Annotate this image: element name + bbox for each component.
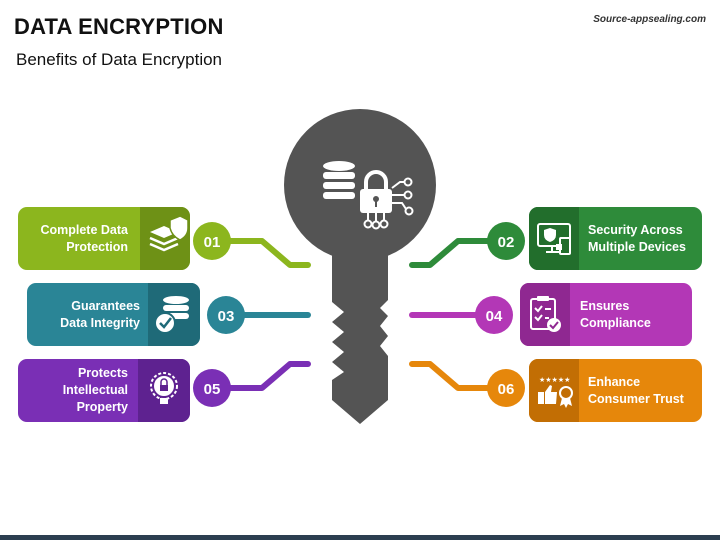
- database-lock-icon: [323, 161, 414, 230]
- page-title: DATA ENCRYPTION: [14, 14, 224, 39]
- database-check-icon: [154, 296, 189, 334]
- number-04: 04: [486, 308, 503, 325]
- page-subtitle: Benefits of Data Encryption: [16, 50, 223, 69]
- source-credit: Source-appsealing.com: [593, 14, 706, 25]
- devices-lock-icon: [537, 223, 571, 255]
- number-badge-01: 01: [193, 222, 231, 260]
- connector-01: [225, 238, 311, 268]
- number-06: 06: [498, 381, 515, 398]
- svg-text:★★★★★: ★★★★★: [539, 376, 570, 384]
- connector-06: [409, 361, 493, 391]
- number-badge-02: 02: [487, 222, 525, 260]
- connector-02: [409, 238, 493, 268]
- connector-05: [225, 361, 311, 391]
- number-badge-03: 03: [207, 296, 245, 334]
- number-badge-05: 05: [193, 369, 231, 407]
- number-badge-04: 04: [475, 296, 513, 334]
- data-shield-icon: [149, 215, 189, 252]
- key-graphic: [284, 109, 436, 424]
- number-02: 02: [498, 234, 515, 251]
- bottom-bar: [0, 535, 720, 540]
- clipboard-check-icon: [530, 296, 561, 332]
- number-badge-06: 06: [487, 369, 525, 407]
- number-01: 01: [204, 234, 221, 251]
- lightbulb-lock-icon: [150, 372, 178, 404]
- number-05: 05: [204, 381, 221, 398]
- thumbs-up-award-icon: ★★★★★: [538, 376, 573, 408]
- number-03: 03: [218, 308, 235, 325]
